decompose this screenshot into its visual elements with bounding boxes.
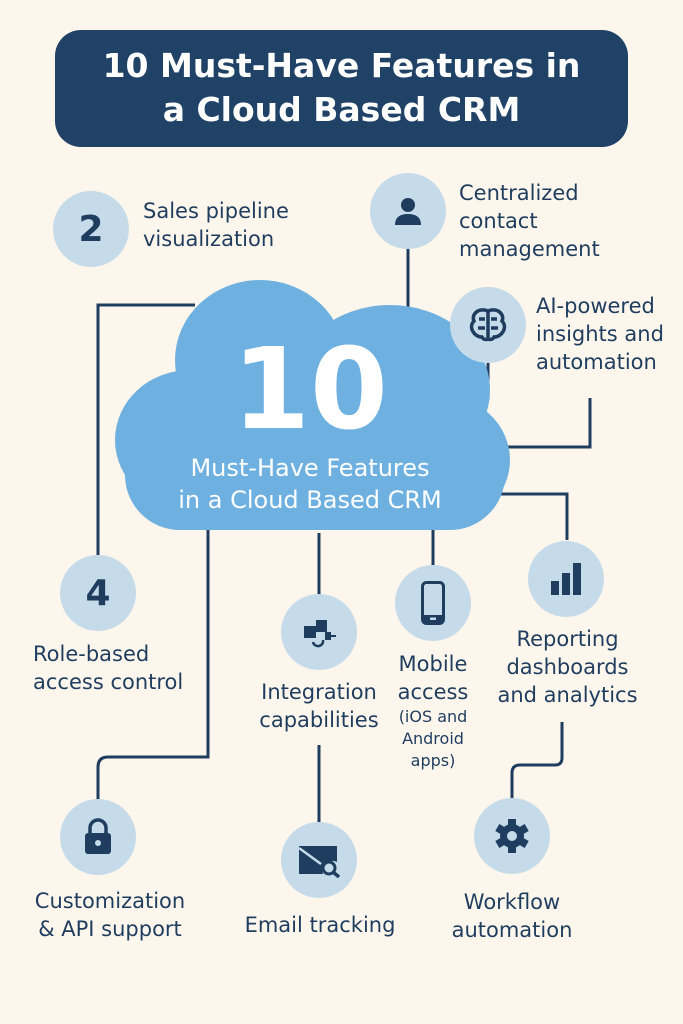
workflow-icon-circle bbox=[474, 798, 550, 874]
brain-icon bbox=[469, 308, 507, 342]
label-line: Role-based bbox=[33, 642, 150, 666]
cloud-line-1: Must-Have Features bbox=[190, 454, 430, 482]
label-line: automation bbox=[536, 350, 657, 374]
cloud-number: 10 bbox=[232, 325, 388, 455]
label-line: & API support bbox=[38, 917, 182, 941]
cloud-line-2: in a Cloud Based CRM bbox=[178, 486, 442, 514]
lock-icon bbox=[85, 818, 111, 854]
label-line: capabilities bbox=[259, 708, 379, 732]
email-search-icon bbox=[298, 846, 341, 878]
label-line: Workflow bbox=[463, 890, 561, 914]
puzzle-icon bbox=[304, 620, 336, 648]
cloud-shape bbox=[115, 280, 510, 530]
customization-icon-circle bbox=[60, 799, 136, 875]
customization-api-label: Customization & API support bbox=[15, 887, 205, 943]
title-line-1: 10 Must-Have Features in bbox=[102, 46, 581, 85]
label-line: insights and bbox=[536, 322, 664, 346]
label-line: Mobile bbox=[398, 652, 468, 676]
number-2-badge: 2 bbox=[53, 191, 129, 267]
mobile-icon-circle bbox=[395, 565, 471, 641]
gear-icon bbox=[495, 819, 529, 853]
label-line: automation bbox=[451, 918, 573, 942]
label-line: access bbox=[397, 680, 469, 704]
label-line: management bbox=[459, 237, 600, 261]
reporting-dashboards-label: Reporting dashboards and analytics bbox=[480, 625, 655, 709]
label-line: Centralized bbox=[459, 181, 579, 205]
bar-chart-icon bbox=[551, 563, 581, 595]
user-icon bbox=[395, 198, 421, 225]
number-4-badge: 4 bbox=[60, 555, 136, 631]
label-line: Sales pipeline bbox=[143, 199, 289, 223]
label-line: Integration bbox=[261, 680, 377, 704]
label-line: and analytics bbox=[497, 683, 638, 707]
label-line: apps) bbox=[410, 751, 456, 770]
ai-icon-circle bbox=[450, 287, 526, 363]
label-line: (iOS and bbox=[398, 707, 468, 726]
label-line: Android bbox=[402, 729, 464, 748]
integration-icon-circle bbox=[281, 594, 357, 670]
label-line: access control bbox=[33, 670, 184, 694]
email-icon-circle bbox=[281, 822, 357, 898]
sales-pipeline-label: Sales pipeline visualization bbox=[143, 197, 289, 253]
email-tracking-label: Email tracking bbox=[244, 913, 396, 937]
mobile-access-label: Mobile access (iOS and Android apps) bbox=[383, 650, 483, 772]
label-line: Customization bbox=[34, 889, 186, 913]
label-line: Reporting bbox=[516, 627, 619, 651]
role-based-access-label: Role-based access control bbox=[33, 640, 183, 696]
ai-insights-label: AI-powered insights and automation bbox=[536, 292, 664, 376]
contact-management-label: Centralized contact management bbox=[459, 179, 600, 263]
label-line: AI-powered bbox=[536, 294, 655, 318]
label-line: dashboards bbox=[506, 655, 629, 679]
title-banner: 10 Must-Have Features in a Cloud Based C… bbox=[55, 30, 628, 147]
reporting-icon-circle bbox=[528, 541, 604, 617]
cloud-content: 10 Must-Have Features in a Cloud Based C… bbox=[120, 330, 500, 516]
title-line-2: a Cloud Based CRM bbox=[162, 90, 521, 129]
contact-icon-circle bbox=[370, 173, 446, 249]
integration-label: Integration capabilities bbox=[239, 678, 399, 734]
workflow-automation-label: Workflow automation bbox=[432, 888, 592, 944]
label-line: visualization bbox=[143, 227, 275, 251]
label-line: contact bbox=[459, 209, 538, 233]
smartphone-icon bbox=[421, 581, 445, 625]
